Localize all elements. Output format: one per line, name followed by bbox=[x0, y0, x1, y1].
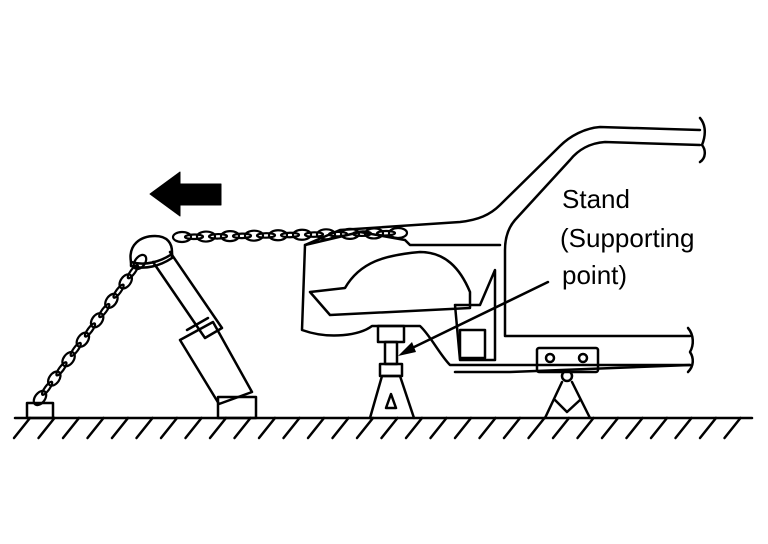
ground-hatch bbox=[429, 416, 448, 440]
chain-link bbox=[75, 331, 91, 348]
ground-hatch bbox=[331, 416, 350, 440]
ground-hatch bbox=[723, 416, 742, 440]
chain-link bbox=[126, 264, 140, 280]
ground-hatch bbox=[551, 416, 571, 440]
chain-link bbox=[32, 389, 48, 407]
ground-hatch bbox=[674, 416, 693, 440]
chain-link bbox=[267, 229, 289, 242]
leader-arrowhead-icon bbox=[398, 342, 416, 356]
ground-hatch bbox=[380, 416, 399, 440]
ground-hatch bbox=[37, 416, 56, 440]
chain-link bbox=[98, 302, 111, 319]
ground-hatch bbox=[600, 416, 620, 440]
chain-link bbox=[89, 312, 105, 329]
ground-hatch bbox=[110, 416, 130, 440]
ground-hatch bbox=[698, 416, 718, 440]
ground-hatch bbox=[208, 416, 228, 440]
chain-link bbox=[219, 230, 241, 243]
chain-link bbox=[183, 233, 205, 241]
ground-hatch bbox=[527, 416, 546, 440]
chain-link bbox=[55, 361, 68, 377]
chain-link bbox=[40, 380, 54, 396]
ground-hatch bbox=[502, 416, 522, 440]
ground-hatch bbox=[649, 416, 669, 440]
jack-stand bbox=[368, 324, 416, 420]
ground-hatch bbox=[453, 416, 473, 440]
ground bbox=[12, 416, 754, 440]
ground-hatch bbox=[12, 416, 32, 440]
chain-link bbox=[171, 230, 193, 244]
chain-link bbox=[231, 232, 253, 240]
pull-direction-arrow-icon bbox=[149, 171, 222, 217]
chain-link bbox=[69, 341, 82, 358]
label-stand: Stand bbox=[562, 184, 630, 214]
chain-link bbox=[83, 322, 97, 338]
hydraulic-ram bbox=[129, 234, 258, 420]
ground-hatch bbox=[257, 416, 277, 440]
chain-link bbox=[207, 232, 229, 240]
ground-hatch bbox=[355, 416, 375, 440]
ground-hatch bbox=[184, 416, 203, 440]
ground-hatch bbox=[625, 416, 644, 440]
label-point: point) bbox=[562, 260, 628, 290]
ground-hatch bbox=[576, 416, 595, 440]
chain-link bbox=[255, 232, 277, 239]
chain-link bbox=[132, 253, 148, 271]
chain-link bbox=[112, 283, 125, 299]
ground-hatch bbox=[233, 416, 252, 440]
chain-link bbox=[46, 370, 62, 387]
ground-hatch bbox=[282, 416, 301, 440]
ground-hatch bbox=[478, 416, 497, 440]
leader-line bbox=[406, 280, 550, 352]
ground-hatch bbox=[86, 416, 105, 440]
chain-link bbox=[195, 230, 217, 243]
ground-hatch bbox=[159, 416, 179, 440]
vehicle-body bbox=[300, 116, 706, 374]
ground-hatch bbox=[404, 416, 424, 440]
ground-hatch bbox=[306, 416, 326, 440]
chain-link bbox=[303, 231, 325, 238]
anchor-chain bbox=[32, 253, 148, 407]
ground-hatch bbox=[135, 416, 154, 440]
chain-link bbox=[279, 231, 301, 239]
chain-link bbox=[118, 273, 134, 290]
anchor-block bbox=[25, 401, 55, 420]
label-supporting: (Supporting bbox=[560, 223, 695, 253]
rear-stand bbox=[535, 346, 600, 420]
chain-link bbox=[243, 229, 265, 242]
chain-link bbox=[104, 292, 119, 310]
chain-link bbox=[291, 228, 313, 241]
chain-link bbox=[61, 350, 76, 368]
ground-hatch bbox=[61, 416, 81, 440]
